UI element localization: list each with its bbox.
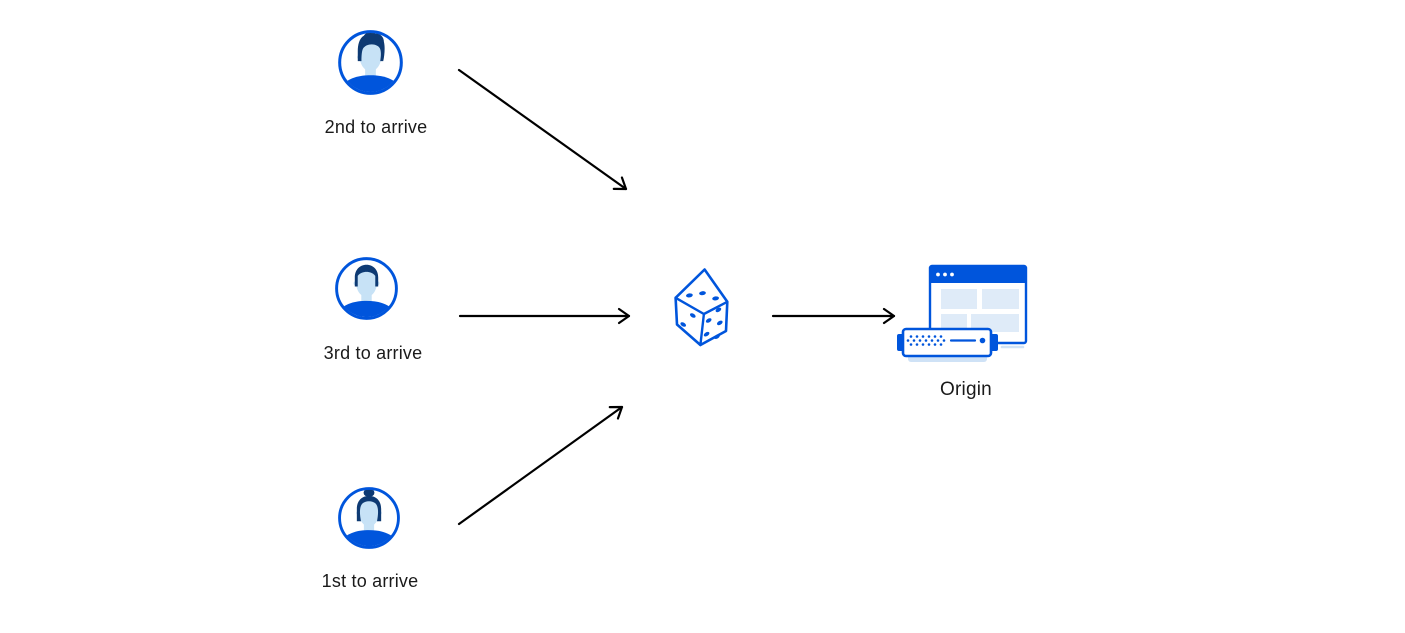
server-pip-grid — [906, 335, 946, 346]
dice-icon — [674, 268, 729, 347]
client-node-1st: 1st to arrive — [322, 486, 418, 591]
female-bun-avatar-icon — [338, 487, 400, 549]
arrow-client2-to-dice — [457, 68, 628, 191]
male-short-hair-avatar-icon — [335, 257, 398, 320]
client-label: 1st to arrive — [321, 571, 419, 591]
client-node-3rd: 3rd to arrive — [324, 256, 422, 363]
origin-label: Origin — [940, 379, 992, 400]
client-label: 2nd to arrive — [324, 117, 428, 137]
client-label: 3rd to arrive — [323, 343, 423, 363]
dice-node — [668, 267, 737, 348]
origin-node: Origin — [893, 263, 1028, 400]
male-quiff-avatar-icon — [338, 30, 403, 95]
client-node-2nd: 2nd to arrive — [325, 29, 427, 137]
origin-server-browser-icon — [897, 264, 1028, 362]
arrow-client1-to-dice — [457, 405, 624, 526]
